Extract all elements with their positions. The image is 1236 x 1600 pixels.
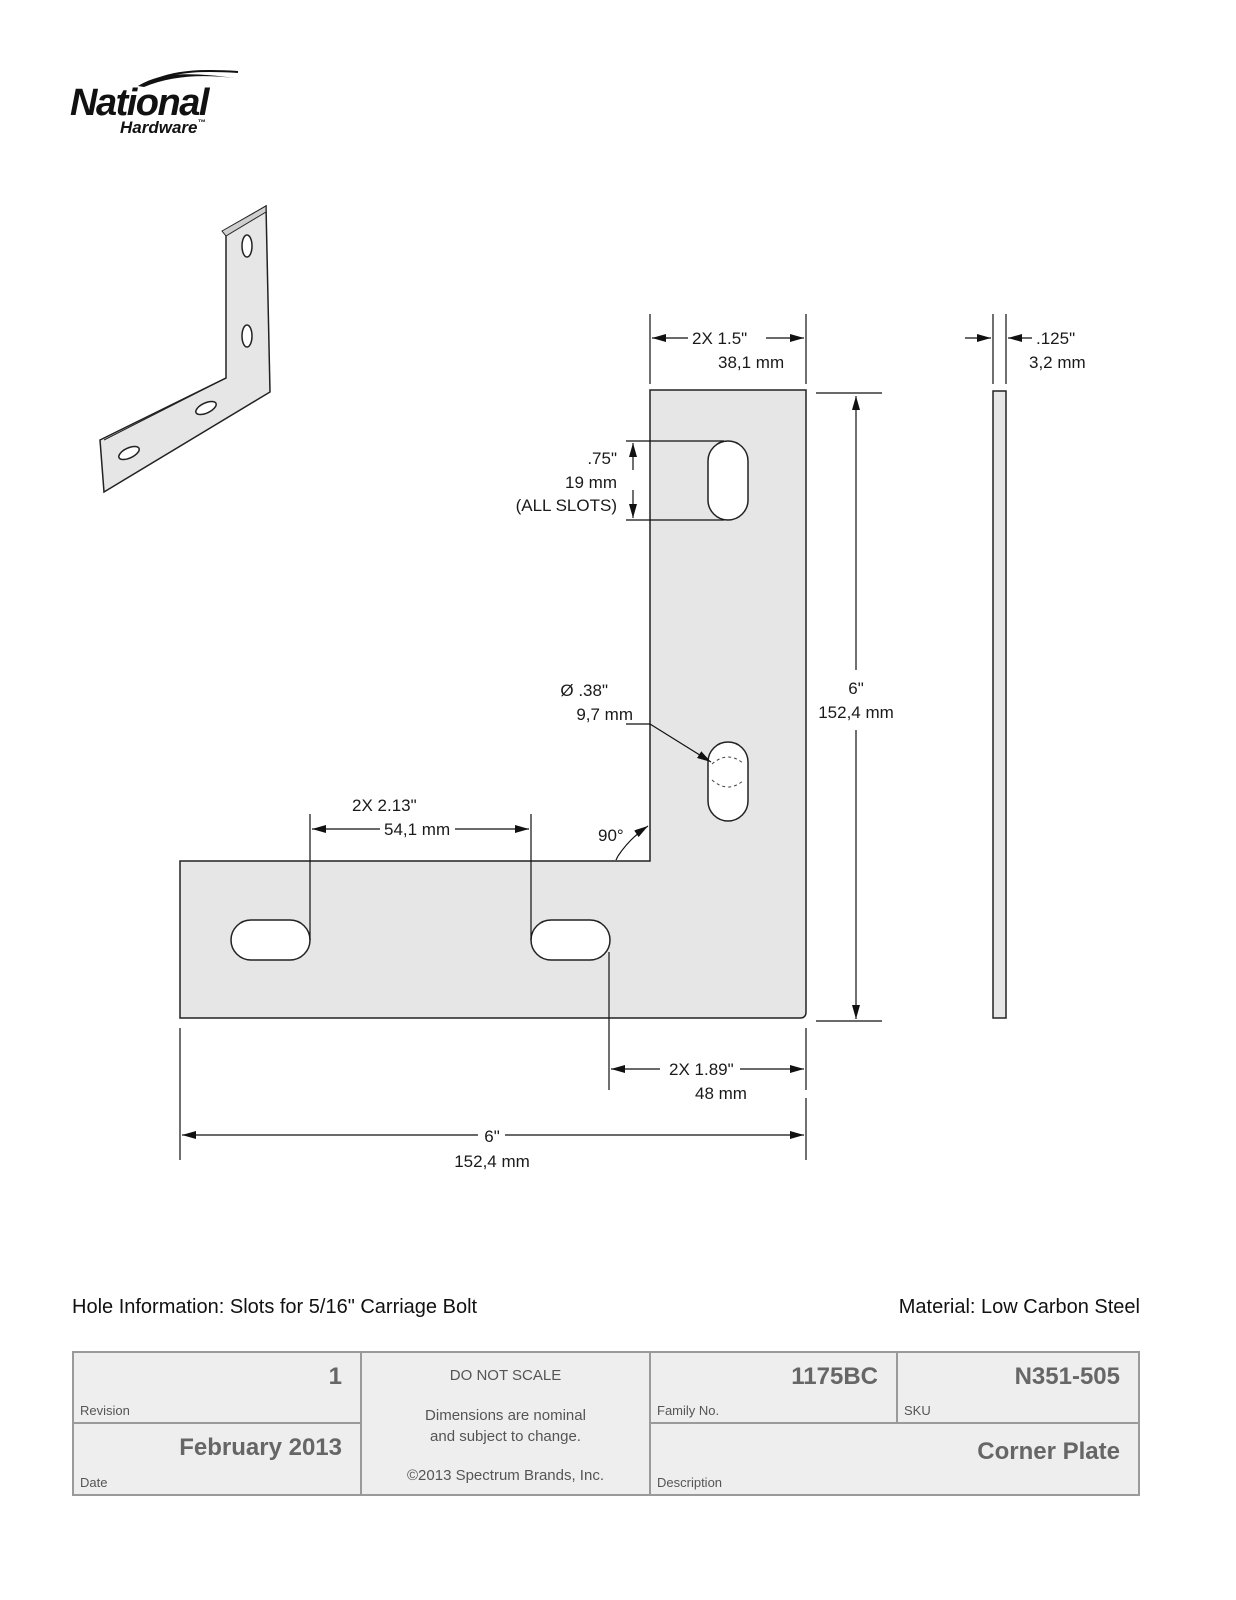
- dim-width-top-in: 2X 1.5": [692, 329, 747, 348]
- dim-slot-offset-in: 2X 1.89": [669, 1060, 734, 1079]
- plate-front-view: [179, 389, 807, 1019]
- slot-left: [230, 919, 311, 961]
- revision-cell: 1 Revision: [74, 1353, 362, 1424]
- dim-height-mm: 152,4 mm: [818, 703, 894, 722]
- date-cell: February 2013 Date: [74, 1424, 362, 1494]
- nominal-line-1: Dimensions are nominal: [425, 1407, 586, 1424]
- slot-middle: [707, 741, 749, 822]
- notice-cell: DO NOT SCALE Dimensions are nominal and …: [362, 1353, 651, 1494]
- dim-slot-offset-mm: 48 mm: [695, 1084, 747, 1103]
- dim-angle: 90°: [598, 826, 624, 845]
- logo-brand-text: National: [70, 82, 209, 124]
- dim-slot-length-mm: 19 mm: [565, 473, 617, 492]
- date-value: February 2013: [179, 1434, 342, 1461]
- dim-slot-length-in: .75": [587, 449, 617, 468]
- dim-slot-dia-in: Ø .38": [560, 681, 608, 700]
- brand-logo: National Hardware™: [70, 68, 240, 140]
- dim-slot-dia-mm: 9,7 mm: [576, 705, 633, 724]
- logo-sub-text: Hardware™: [120, 118, 206, 137]
- do-not-scale: DO NOT SCALE: [449, 1367, 562, 1384]
- dim-length-mm: 152,4 mm: [454, 1152, 530, 1171]
- dim-slot-spacing-in: 2X 2.13": [352, 796, 417, 815]
- dim-thickness-mm: 3,2 mm: [1029, 353, 1086, 372]
- hole-information: Hole Information: Slots for 5/16" Carria…: [72, 1296, 478, 1318]
- description-label: Description: [657, 1475, 723, 1490]
- dim-thickness-in: .125": [1036, 329, 1075, 348]
- family-value: 1175BC: [791, 1363, 878, 1390]
- copyright: ©2013 Spectrum Brands, Inc.: [407, 1467, 604, 1484]
- slot-right: [530, 919, 611, 961]
- revision-label: Revision: [80, 1403, 130, 1418]
- sku-value: N351-505: [1014, 1363, 1120, 1390]
- dim-width-top-mm: 38,1 mm: [718, 353, 784, 372]
- family-cell: 1175BC Family No.: [651, 1353, 898, 1424]
- slot-upper: [707, 440, 749, 521]
- family-label: Family No.: [657, 1403, 720, 1418]
- dim-height-in: 6": [848, 679, 864, 698]
- date-label: Date: [80, 1475, 108, 1490]
- revision-value: 1: [328, 1363, 342, 1390]
- dim-slot-spacing-mm: 54,1 mm: [384, 820, 450, 839]
- sku-label: SKU: [904, 1403, 931, 1418]
- plate-side-view: [992, 390, 1007, 1019]
- description-cell: Corner Plate Description: [651, 1424, 1138, 1494]
- technical-drawing: 2X 1.5" 38,1 mm .125" 3,2 mm .75" 19 mm …: [99, 204, 1086, 1171]
- material-info: Material: Low Carbon Steel: [898, 1296, 1140, 1318]
- sku-cell: N351-505 SKU: [898, 1353, 1138, 1424]
- dim-slot-length-note: (ALL SLOTS): [516, 496, 617, 515]
- isometric-view: [99, 204, 271, 494]
- title-block: 1 Revision February 2013 Date DO NOT SCA…: [72, 1351, 1140, 1496]
- nominal-line-2: and subject to change.: [430, 1428, 581, 1445]
- description-value: Corner Plate: [977, 1438, 1120, 1465]
- logo-swoosh-icon: [138, 70, 239, 87]
- dim-length-in: 6": [484, 1127, 500, 1146]
